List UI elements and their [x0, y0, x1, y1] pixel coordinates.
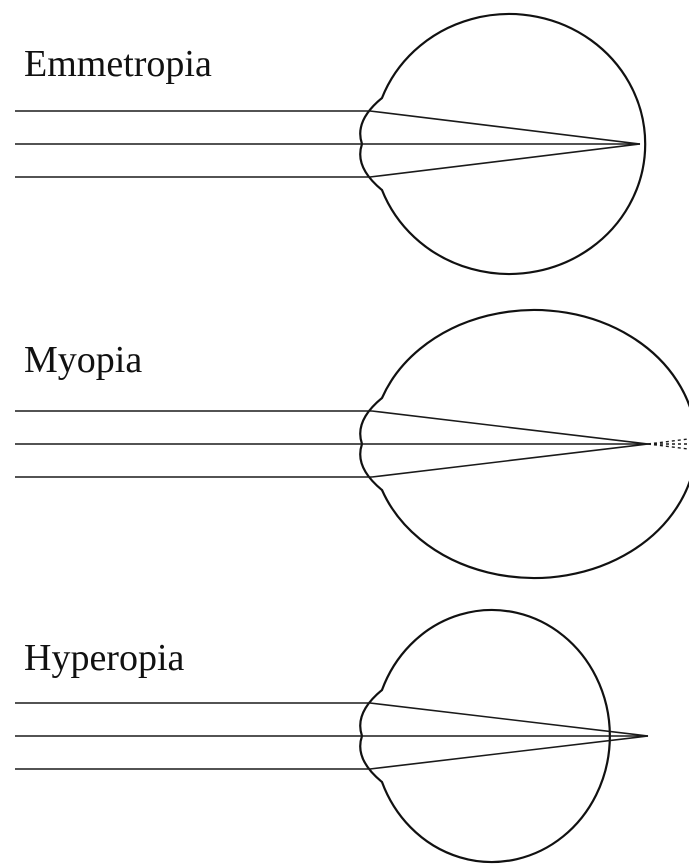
- hyperopia-ray-top-refracted: [369, 702, 649, 737]
- hyperopia-label: Hyperopia: [24, 637, 185, 679]
- hyperopia-ray-bottom-refracted: [369, 735, 649, 770]
- myopia-ray-top-refracted: [371, 410, 649, 445]
- hyperopia-panel: Hyperopia: [15, 608, 649, 864]
- hyperopia-eyeball: [359, 608, 611, 864]
- myopia-ray-bottom-refracted: [371, 443, 649, 478]
- emmetropia-ray-top-refracted: [369, 110, 641, 145]
- myopia-panel: Myopia: [15, 308, 689, 580]
- myopia-ray-top-extension: [647, 438, 689, 445]
- emmetropia-label: Emmetropia: [24, 43, 212, 85]
- myopia-eyeball: [359, 308, 689, 580]
- emmetropia-panel: Emmetropia: [15, 12, 647, 276]
- emmetropia-ray-bottom-refracted: [369, 143, 641, 178]
- myopia-ray-bottom-extension: [647, 443, 689, 450]
- myopia-label: Myopia: [24, 339, 142, 381]
